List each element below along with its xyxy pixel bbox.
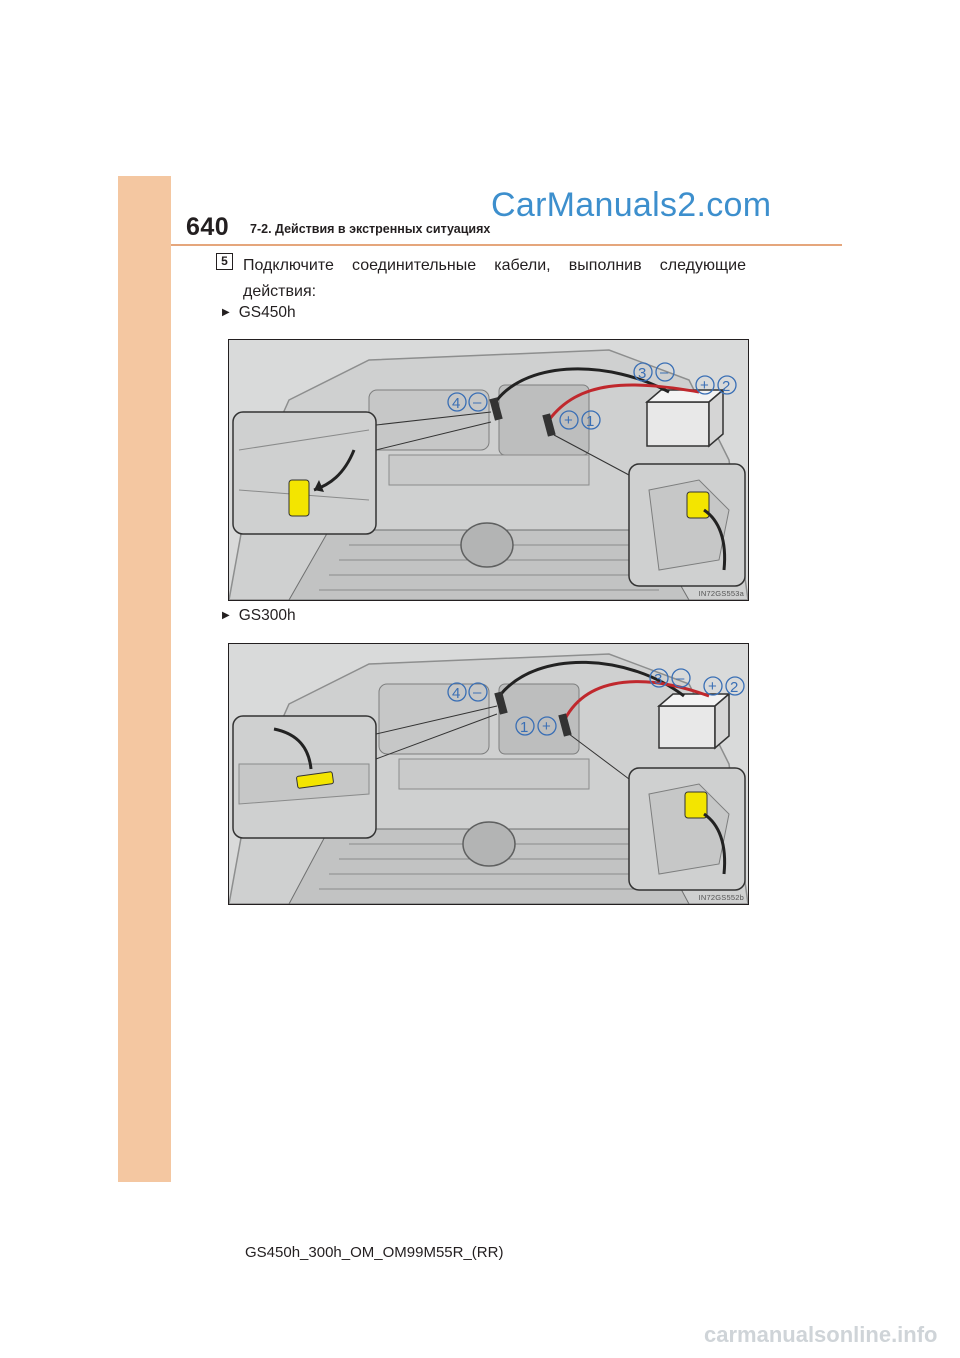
figure-code: IN72GS553a bbox=[699, 589, 744, 598]
header-rule bbox=[171, 244, 842, 246]
callout-minus-4: – bbox=[473, 684, 482, 701]
callout-minus-3: – bbox=[660, 364, 669, 381]
callout-plus-1: + bbox=[542, 718, 551, 735]
callout-3: 3 bbox=[638, 365, 646, 382]
model-label: GS450h bbox=[239, 304, 296, 321]
engine-bay-figure-gs450h: 3 – + 2 4 – + 1 IN72GS553a bbox=[228, 339, 749, 601]
callout-4: 4 bbox=[452, 395, 460, 412]
footer-watermark: carmanualsonline.info bbox=[704, 1322, 938, 1348]
document-id-footer: GS450h_300h_OM_OM99M55R_(RR) bbox=[245, 1244, 503, 1261]
model-heading-gs450h: ▶ GS450h bbox=[222, 304, 296, 322]
engine-bay-illustration: 3 – + 2 4 – + 1 bbox=[229, 340, 748, 600]
engine-bay-figure-gs300h: 3 – + 2 4 – 1 + IN72GS552b bbox=[228, 643, 749, 905]
triangle-right-icon: ▶ bbox=[222, 610, 230, 621]
callout-1: 1 bbox=[586, 413, 594, 430]
step-instruction: Подключите соединительные кабели, выполн… bbox=[243, 253, 746, 305]
callout-plus-1: + bbox=[564, 412, 573, 429]
model-label: GS300h bbox=[239, 607, 296, 624]
figure-code: IN72GS552b bbox=[699, 893, 744, 902]
callout-3: 3 bbox=[654, 671, 662, 688]
callout-plus-2: + bbox=[700, 377, 709, 394]
callout-4: 4 bbox=[452, 685, 460, 702]
callout-1: 1 bbox=[520, 719, 528, 736]
callout-minus-4: – bbox=[473, 394, 482, 411]
model-heading-gs300h: ▶ GS300h bbox=[222, 607, 296, 625]
step-number-badge: 5 bbox=[216, 253, 233, 270]
callout-2: 2 bbox=[722, 378, 730, 395]
callout-minus-3: – bbox=[676, 670, 685, 687]
engine-bay-illustration: 3 – + 2 4 – 1 + bbox=[229, 644, 748, 904]
page-number: 640 bbox=[186, 213, 229, 242]
watermark-logo: CarManuals2.com bbox=[491, 186, 771, 225]
triangle-right-icon: ▶ bbox=[222, 307, 230, 318]
section-title: 7-2. Действия в экстренных ситуациях bbox=[250, 222, 490, 236]
callout-plus-2: + bbox=[708, 678, 717, 695]
side-tab-band bbox=[118, 176, 171, 1182]
callout-2: 2 bbox=[730, 679, 738, 696]
